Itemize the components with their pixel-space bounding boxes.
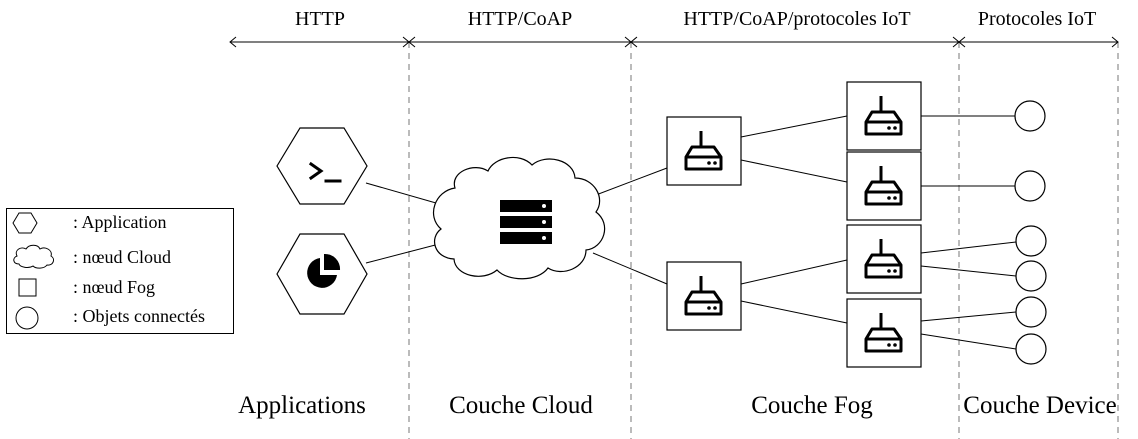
legend-circle-icon xyxy=(15,306,39,330)
link-app2-cloud xyxy=(365,242,444,264)
legend-objects: : Objets connectés xyxy=(73,306,205,326)
fog-node xyxy=(846,81,922,151)
application-pie xyxy=(276,233,368,315)
layer-fog: Couche Fog xyxy=(751,392,873,419)
link-cloud-fog1 xyxy=(587,167,668,199)
connections xyxy=(365,115,1017,350)
legend-application: : Application xyxy=(73,212,167,232)
fog-node xyxy=(666,261,742,331)
cloud-node xyxy=(432,156,606,280)
device-circle-icon xyxy=(1015,260,1047,292)
fog-node xyxy=(846,224,922,294)
protocol-http-coap: HTTP/CoAP xyxy=(467,8,573,30)
fog-node-box xyxy=(846,224,922,294)
link-fog1-fogB xyxy=(740,159,848,183)
layer-device: Couche Device xyxy=(963,392,1117,419)
router-icon xyxy=(684,276,723,316)
legend-square-icon xyxy=(18,278,37,297)
legend-hexagon-icon xyxy=(12,212,38,234)
arrow-left-icon xyxy=(229,36,237,48)
link-fog2-fogC xyxy=(740,259,848,285)
device-circle-icon xyxy=(1015,333,1047,365)
protocol-http-coap-iot: HTTP/CoAP/protocoles IoT xyxy=(683,8,911,30)
router-icon xyxy=(684,131,723,171)
fog-node xyxy=(846,298,922,368)
fog-node xyxy=(666,116,742,186)
router-icon xyxy=(864,96,903,136)
legend-symbols xyxy=(12,212,55,330)
fog-nodes xyxy=(666,81,922,368)
protocol-iot: Protocoles IoT xyxy=(977,8,1097,30)
fog-node-box xyxy=(666,261,742,331)
axis-tick-409 xyxy=(402,36,416,48)
link-fogD-dev6 xyxy=(920,333,1017,350)
legend-cloud-icon xyxy=(13,244,55,269)
device-circle-icon xyxy=(1014,100,1046,132)
device-circle-icon xyxy=(1015,296,1047,328)
terminal-icon xyxy=(308,161,342,183)
layer-applications: Applications xyxy=(238,392,366,419)
axis-tick-631 xyxy=(624,36,638,48)
protocol-axis xyxy=(229,36,1119,48)
link-fogD-dev5 xyxy=(920,311,1017,322)
device-circle-icon xyxy=(1014,170,1046,202)
hexagon-shape xyxy=(276,127,368,205)
axis-tick-959 xyxy=(952,36,966,48)
router-icon xyxy=(864,239,903,279)
fog-node-box xyxy=(666,116,742,186)
fog-node xyxy=(846,151,922,221)
protocol-http: HTTP xyxy=(295,8,345,30)
fog-node-box xyxy=(846,298,922,368)
router-icon xyxy=(864,313,903,353)
arrow-right-icon xyxy=(1111,36,1119,48)
legend-fog-node: : nœud Fog xyxy=(73,277,156,297)
pie-chart-icon xyxy=(307,253,341,288)
router-icon xyxy=(864,166,903,206)
link-cloud-fog2 xyxy=(592,252,668,285)
layer-cloud: Couche Cloud xyxy=(449,392,593,419)
connected-devices xyxy=(1014,100,1047,365)
layer-separators xyxy=(408,42,1119,439)
server-icon xyxy=(500,200,552,244)
link-fog2-fogD xyxy=(740,300,848,324)
link-fogC-dev4 xyxy=(920,265,1017,277)
link-fog1-fogA xyxy=(740,115,848,138)
legend-cloud-node: : nœud Cloud xyxy=(73,247,172,267)
link-app1-cloud xyxy=(365,182,444,206)
fog-node-box xyxy=(846,151,922,221)
legend: : Application : nœud Cloud : nœud Fog : … xyxy=(6,208,234,334)
application-terminal xyxy=(276,127,368,205)
link-fogC-dev3 xyxy=(920,241,1017,254)
hexagon-shape xyxy=(276,233,368,315)
fog-node-box xyxy=(846,81,922,151)
device-circle-icon xyxy=(1015,225,1047,257)
